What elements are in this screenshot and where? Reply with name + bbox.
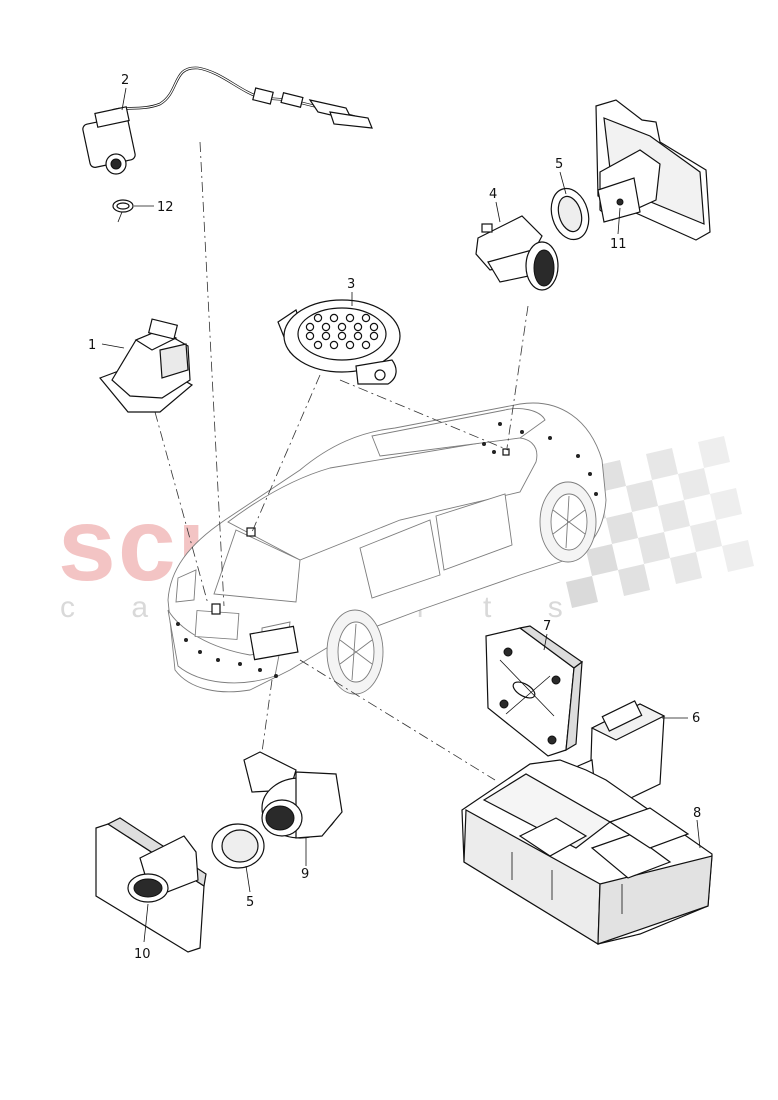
callout-8[interactable]: 8 [693, 806, 701, 821]
sensor-dot [520, 430, 524, 434]
checker-square [586, 544, 618, 576]
sensor-dot [184, 638, 188, 642]
buzzer-hole [337, 322, 347, 332]
callout-10[interactable]: 10 [134, 947, 151, 962]
sensor-dot [274, 674, 278, 678]
buzzer-hole [321, 331, 331, 341]
buzzer-hole [345, 313, 355, 323]
callout-4[interactable]: 4 [489, 187, 497, 202]
part-camera-with-wiring[interactable] [82, 66, 373, 175]
module-location-marker [249, 625, 299, 661]
buzzer-hole [305, 331, 315, 341]
part-sensor-seal-ring-rear[interactable] [211, 823, 265, 869]
part-rear-sensor-holder[interactable] [95, 817, 207, 953]
front-marker [502, 448, 510, 456]
part-reversing-camera-bracket[interactable] [99, 318, 194, 413]
callout-1[interactable]: 1 [88, 338, 96, 353]
checker-square [698, 436, 730, 468]
checker-square [638, 532, 670, 564]
part-control-unit-bracket[interactable] [485, 625, 584, 757]
checker-square [670, 552, 702, 584]
buzzer-hole [313, 313, 323, 323]
buzzer-hole [345, 340, 355, 350]
part-foam-insert-tray[interactable] [461, 759, 713, 946]
checker-square [690, 520, 722, 552]
checker-square [722, 540, 754, 572]
sensor-dot [216, 658, 220, 662]
checker-square [566, 576, 598, 608]
buzzer-hole [329, 340, 339, 350]
part-buzzer-speaker[interactable] [277, 299, 401, 385]
sensor-dot [588, 472, 592, 476]
checker-square [618, 564, 650, 596]
checker-square [710, 488, 742, 520]
callout-3[interactable]: 3 [347, 277, 355, 292]
buzzer-hole [353, 331, 363, 341]
buzzer-hole [329, 313, 339, 323]
front-wheel [539, 481, 597, 563]
checker-square [658, 500, 690, 532]
sensor-dot [258, 668, 262, 672]
callout-labels: 1 2 3 4 5 5 6 7 8 9 10 11 12 [88, 73, 701, 962]
sensor-dot [594, 492, 598, 496]
sensor-dot [576, 454, 580, 458]
buzzer-hole [369, 331, 379, 341]
buzzer-hole [353, 322, 363, 332]
callout-9[interactable]: 9 [301, 867, 309, 882]
sensor-locations [176, 422, 598, 678]
camera-location-marker [211, 603, 221, 615]
part-front-parking-sensor[interactable] [475, 215, 559, 291]
sensor-dot [238, 662, 242, 666]
part-camera-o-ring[interactable] [112, 199, 134, 213]
dash-leaders [154, 141, 529, 781]
callout-2[interactable]: 2 [121, 73, 129, 88]
sensor-dot [176, 622, 180, 626]
part-sensor-seal-ring-front[interactable] [546, 184, 595, 244]
checker-square [626, 480, 658, 512]
buzzer-hole [305, 322, 315, 332]
buzzer-hole [369, 322, 379, 332]
sensor-dot [498, 422, 502, 426]
buzzer-hole [361, 340, 371, 350]
callout-6[interactable]: 6 [692, 711, 700, 726]
buzzer-location-marker [246, 527, 256, 537]
buzzer-hole [361, 313, 371, 323]
buzzer-hole [321, 322, 331, 332]
part-rear-parking-sensor[interactable] [243, 751, 343, 839]
checker-square [606, 512, 638, 544]
sensor-dot [198, 650, 202, 654]
callout-7[interactable]: 7 [543, 619, 551, 634]
buzzer-hole [337, 331, 347, 341]
callout-11[interactable]: 11 [610, 237, 627, 252]
sensor-dot [492, 450, 496, 454]
callout-5-rear[interactable]: 5 [246, 895, 254, 910]
sensor-dot [482, 442, 486, 446]
callout-leaders [101, 87, 701, 943]
callout-5-front[interactable]: 5 [555, 157, 563, 172]
car-outline [167, 402, 607, 695]
callout-12[interactable]: 12 [157, 200, 174, 215]
part-front-sensor-holder[interactable] [595, 99, 711, 241]
checker-square [646, 448, 678, 480]
sensor-dot [548, 436, 552, 440]
buzzer-hole [313, 340, 323, 350]
rear-wheel [326, 609, 384, 695]
checker-square [678, 468, 710, 500]
